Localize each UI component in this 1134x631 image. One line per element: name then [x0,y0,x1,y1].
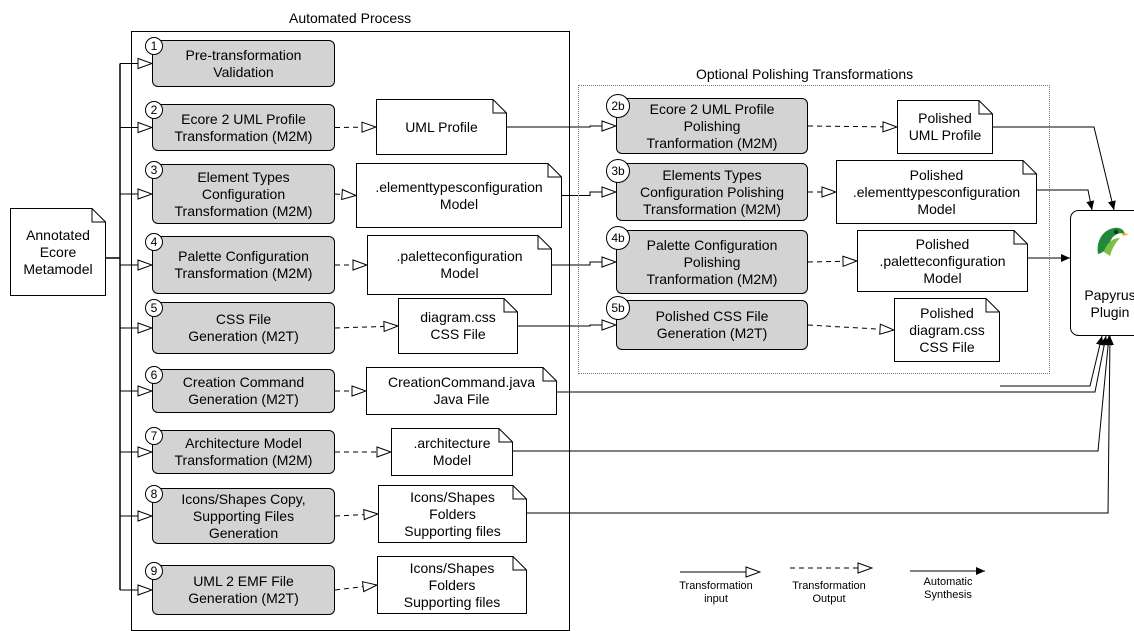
step-3-artifact: .elementtypesconfiguration Model [356,163,562,228]
optional-polishing-title: Optional Polishing Transformations [696,66,913,82]
step-8-process: Icons/Shapes Copy, Supporting Files Gene… [152,488,335,544]
step-4-artifact: .paletteconfiguration Model [367,235,552,295]
step-7-process: Architecture Model Transformation (M2M) [152,430,335,474]
step-6-artifact-label: CreationCommand.java Java File [388,374,535,408]
step-2-artifact-label: UML Profile [405,119,478,136]
step-7-badge: 7 [145,427,163,445]
step-3-process: Element Types Configuration Transformati… [152,164,335,224]
step-7-artifact: .architecture Model [391,428,513,476]
step-4-process: Palette Configuration Transformation (M2… [152,236,335,294]
step-6-badge: 6 [145,366,163,384]
step-4-badge: 4 [145,233,163,251]
step-9-process: UML 2 EMF File Generation (M2T) [152,565,335,615]
step-9-artifact-label: Icons/Shapes Folders Supporting files [404,560,501,611]
step-2-badge: 2 [145,101,163,119]
polish-5b-process-label: Polished CSS File Generation (M2T) [656,308,769,342]
polish-2b-artifact: Polished UML Profile [897,100,993,154]
step-6-process: Creation Command Generation (M2T) [152,369,335,413]
polish-3b-process: Elements Types Configuration Polishing T… [616,163,808,221]
polish-2b-artifact-label: Polished UML Profile [909,110,982,144]
step-5-process-label: CSS File Generation (M2T) [188,311,298,345]
legend-synthesis-label: Automatic Synthesis [905,576,991,602]
polish-3b-process-label: Elements Types Configuration Polishing T… [640,167,784,218]
step-1-process-label: Pre-transformation Validation [186,47,302,81]
polish-3b-artifact: Polished .elementtypesconfiguration Mode… [836,160,1037,224]
input-metamodel-doc: Annotated Ecore Metamodel [10,208,106,296]
polish-3b-artifact-label: Polished .elementtypesconfiguration Mode… [853,167,1020,218]
polish-4b-process: Palette Configuration Polishing Tranform… [616,230,808,294]
papyrus-plugin-label: Papyrus Plugin [1084,287,1134,321]
polish-5b-badge: 5b [606,296,630,320]
step-2-process: Ecore 2 UML Profile Transformation (M2M) [152,104,335,151]
step-3-process-label: Element Types Configuration Transformati… [175,169,313,220]
step-7-process-label: Architecture Model Transformation (M2M) [175,435,313,469]
polish-4b-process-label: Palette Configuration Polishing Tranform… [647,237,778,288]
step-5-badge: 5 [145,299,163,317]
polish-4b-artifact-label: Polished .paletteconfiguration Model [879,236,1005,287]
step-1-badge: 1 [145,37,163,55]
step-8-badge: 8 [145,485,163,503]
step-5-artifact: diagram.css CSS File [398,298,518,354]
step-7-artifact-label: .architecture Model [413,435,490,469]
legend-input-label: Transformation input [673,580,759,606]
step-6-process-label: Creation Command Generation (M2T) [183,374,304,408]
step-8-artifact: Icons/Shapes Folders Supporting files [378,485,527,543]
step-1-process: Pre-transformation Validation [152,40,335,87]
step-9-badge: 9 [145,562,163,580]
step-2-artifact: UML Profile [376,99,507,155]
polish-3b-badge: 3b [606,159,630,183]
step-9-process-label: UML 2 EMF File Generation (M2T) [188,573,298,607]
step-9-artifact: Icons/Shapes Folders Supporting files [377,556,527,614]
polish-5b-artifact-label: Polished diagram.css CSS File [909,305,984,356]
step-3-artifact-label: .elementtypesconfiguration Model [375,179,542,213]
polish-2b-process: Ecore 2 UML Profile Polishing Tranformat… [616,98,808,154]
papyrus-logo-icon [1090,222,1130,262]
polish-5b-process: Polished CSS File Generation (M2T) [616,300,808,350]
polish-4b-badge: 4b [606,226,630,250]
step-3-badge: 3 [145,161,163,179]
papyrus-plugin: Papyrus Plugin [1070,210,1134,336]
step-4-process-label: Palette Configuration Transformation (M2… [175,248,313,282]
legend-output-label: Transformation Output [786,580,872,606]
polish-4b-artifact: Polished .paletteconfiguration Model [857,230,1028,292]
polish-2b-badge: 2b [606,94,630,118]
step-4-artifact-label: .paletteconfiguration Model [396,248,522,282]
step-6-artifact: CreationCommand.java Java File [366,367,557,415]
input-metamodel-label: Annotated Ecore Metamodel [23,227,92,278]
polish-2b-process-label: Ecore 2 UML Profile Polishing Tranformat… [647,101,778,152]
step-2-process-label: Ecore 2 UML Profile Transformation (M2M) [175,111,313,145]
automated-process-title: Automated Process [289,10,411,26]
step-5-process: CSS File Generation (M2T) [152,302,335,354]
step-5-artifact-label: diagram.css CSS File [420,309,495,343]
polish-5b-artifact: Polished diagram.css CSS File [894,298,1000,362]
step-8-process-label: Icons/Shapes Copy, Supporting Files Gene… [181,491,305,542]
step-8-artifact-label: Icons/Shapes Folders Supporting files [404,489,501,540]
